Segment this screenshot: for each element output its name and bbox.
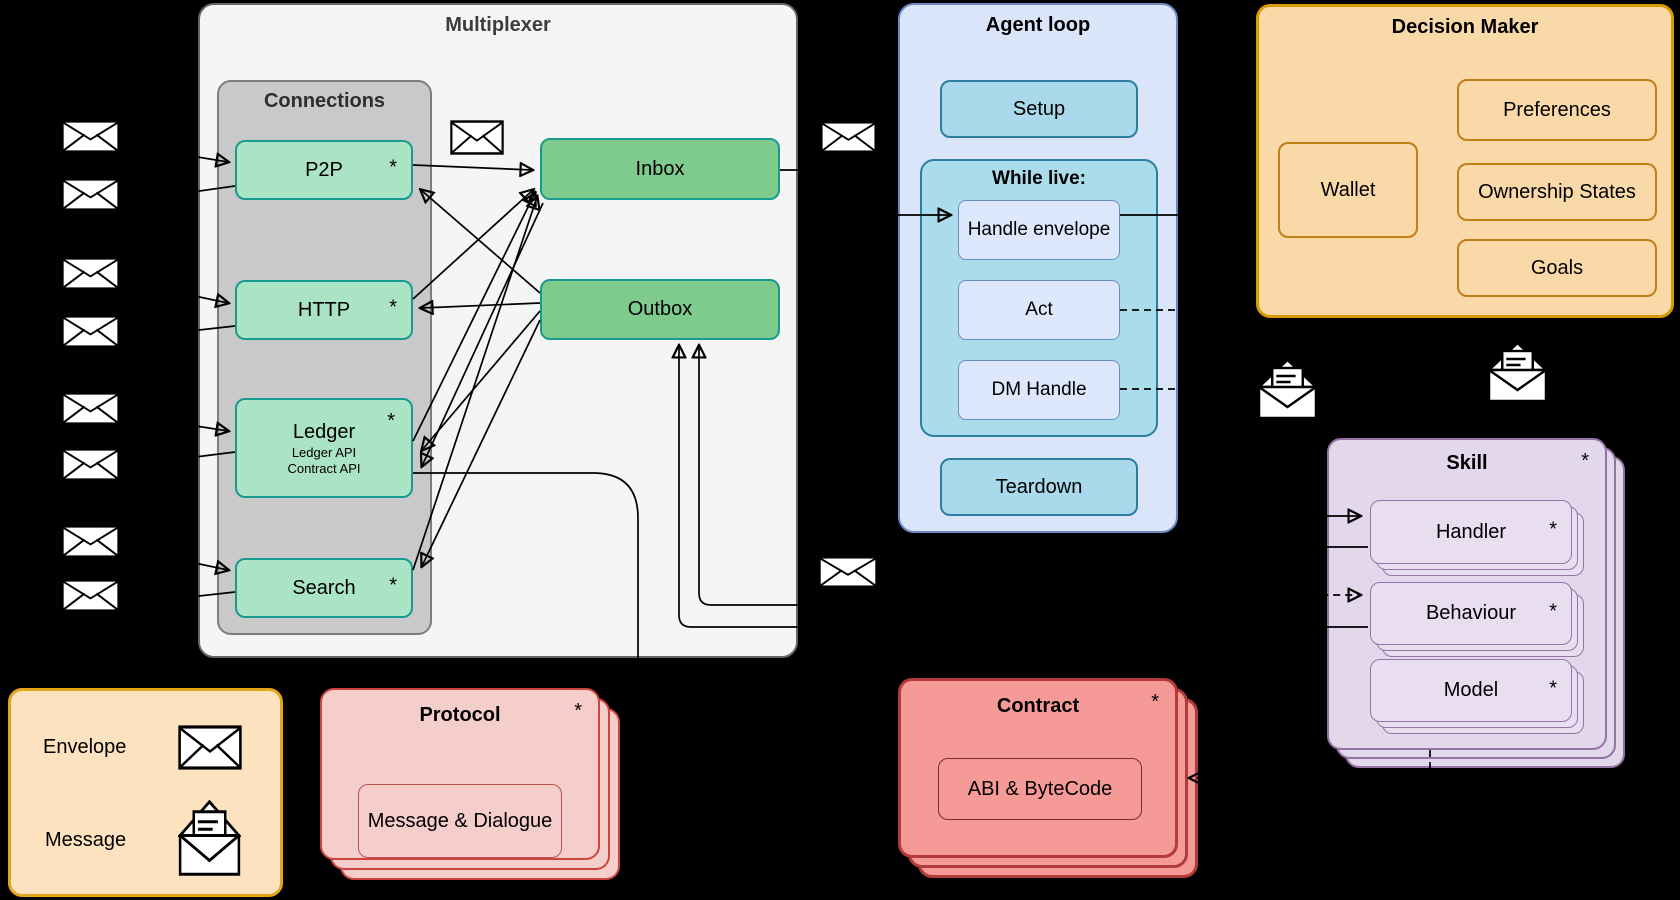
protocol-asterisk: * [574, 700, 582, 722]
http-label: HTTP [297, 298, 351, 321]
legend-envelope-label: Envelope [43, 736, 127, 758]
agent-loop-title: Agent loop [985, 14, 1091, 36]
http-asterisk: * [389, 296, 397, 319]
behaviour-label: Behaviour [1425, 602, 1517, 624]
handle-envelope-box: Handle envelope [958, 200, 1120, 260]
outbox-box: Outbox [540, 279, 780, 340]
message-dialogue-box: Message & Dialogue [358, 784, 562, 858]
inbox-label: Inbox [635, 157, 685, 180]
legend-message-label: Message [45, 829, 127, 851]
dm-handle-box: DM Handle [958, 360, 1120, 420]
model-label: Model [1443, 679, 1499, 701]
abi-bytecode-label: ABI & ByteCode [967, 777, 1113, 800]
behaviour-box: Behaviour * [1370, 582, 1572, 645]
envelope-icon [61, 448, 120, 481]
p2p-asterisk: * [389, 156, 397, 179]
goals-box: Goals [1457, 239, 1657, 297]
outbox-label: Outbox [627, 298, 693, 320]
message-dialogue-label: Message & Dialogue [367, 810, 553, 832]
p2p-label: P2P [305, 158, 343, 181]
legend-box [8, 688, 283, 897]
teardown-label: Teardown [995, 475, 1083, 498]
ledger-asterisk: * [387, 410, 395, 432]
abi-bytecode-box: ABI & ByteCode [938, 758, 1142, 820]
message-icon [1257, 357, 1318, 421]
handle-envelope-label: Handle envelope [967, 219, 1111, 241]
skill-card: Skill * Handler * Behaviour * Model * [1327, 438, 1607, 750]
goals-label: Goals [1530, 256, 1584, 279]
envelope-icon [61, 178, 120, 211]
decision-maker-title: Decision Maker [1391, 16, 1539, 38]
inbox-box: Inbox [540, 138, 780, 200]
ownership-states-box: Ownership States [1457, 163, 1657, 221]
dm-handle-label: DM Handle [991, 379, 1087, 401]
legend-message-icon [178, 798, 241, 878]
skill-stack: Skill * Handler * Behaviour * Model * [1327, 438, 1625, 768]
setup-box: Setup [940, 80, 1138, 138]
envelope-icon [61, 120, 120, 153]
wallet-label: Wallet [1320, 178, 1376, 201]
message-icon [1487, 340, 1548, 404]
envelope-icon [61, 257, 120, 290]
ledger-api-label: Ledger API [291, 444, 357, 460]
skill-title: Skill [1446, 452, 1488, 474]
preferences-label: Preferences [1503, 98, 1611, 121]
connection-ledger: Ledger Ledger API Contract API * [235, 398, 413, 498]
act-label: Act [1025, 299, 1053, 321]
act-box: Act [958, 280, 1120, 340]
model-asterisk: * [1549, 677, 1557, 700]
envelope-icon [61, 579, 120, 612]
search-asterisk: * [389, 574, 397, 597]
envelope-icon [61, 525, 120, 558]
connection-search: Search * [235, 558, 413, 618]
model-box: Model * [1370, 659, 1572, 722]
envelope-icon [61, 315, 120, 348]
envelope-icon [818, 556, 878, 588]
multiplexer-title: Multiplexer [445, 14, 551, 36]
setup-label: Setup [1012, 97, 1066, 120]
wallet-box: Wallet [1278, 142, 1418, 238]
connection-p2p: P2P * [235, 140, 413, 200]
ownership-states-label: Ownership States [1478, 180, 1636, 203]
preferences-box: Preferences [1457, 79, 1657, 141]
contract-api-label: Contract API [287, 460, 361, 476]
protocol-title: Protocol [419, 704, 501, 726]
search-label: Search [292, 576, 356, 599]
while-live-title: While live: [992, 168, 1086, 189]
envelope-icon [61, 392, 120, 425]
contract-asterisk: * [1151, 691, 1159, 713]
connections-title: Connections [263, 90, 386, 112]
contract-title: Contract [996, 695, 1080, 717]
connection-http: HTTP * [235, 280, 413, 340]
ledger-label: Ledger [292, 420, 356, 443]
envelope-icon [820, 121, 877, 153]
teardown-box: Teardown [940, 458, 1138, 516]
handler-label: Handler [1435, 520, 1507, 543]
skill-asterisk: * [1581, 450, 1589, 472]
envelope-icon [450, 120, 504, 155]
legend-envelope-icon [178, 725, 242, 770]
handler-box: Handler * [1370, 500, 1572, 564]
handler-asterisk: * [1549, 518, 1557, 541]
behaviour-asterisk: * [1549, 600, 1557, 623]
